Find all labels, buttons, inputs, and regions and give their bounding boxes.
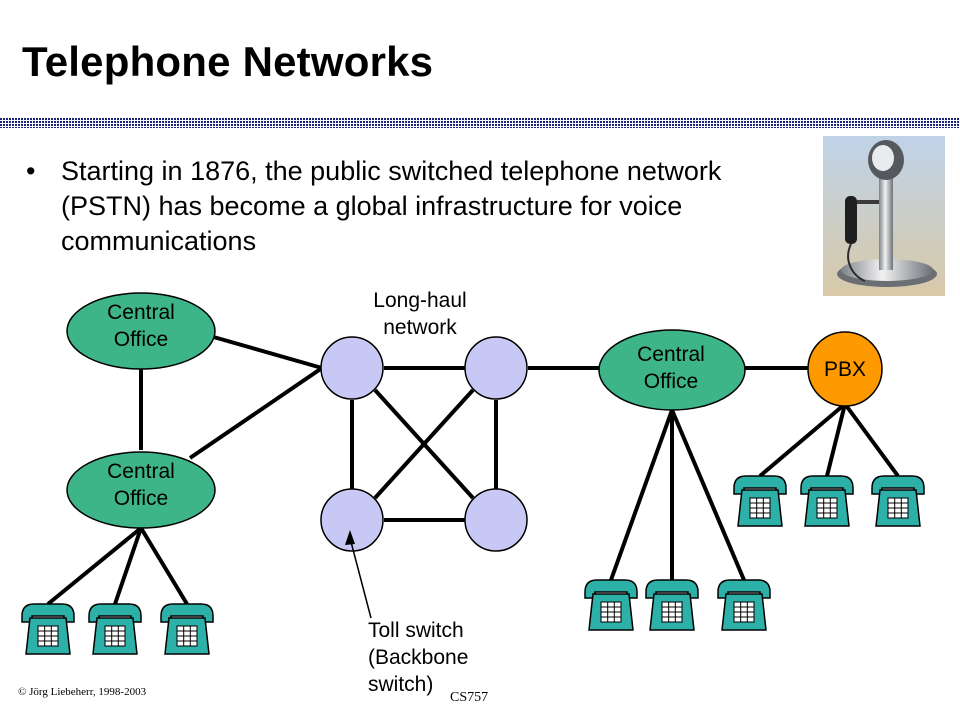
toll-switch-pointer-head bbox=[345, 530, 355, 545]
link-co-right-phone3 bbox=[670, 409, 746, 581]
title-divider bbox=[0, 118, 960, 128]
toll-switch-top-left bbox=[320, 336, 384, 400]
candlestick-phone-photo bbox=[823, 136, 945, 296]
link-co-right-phone1 bbox=[609, 409, 674, 581]
footer-course: CS757 bbox=[450, 690, 489, 705]
long-haul-label: Long-haul network bbox=[373, 289, 467, 339]
bullet-text: Starting in 1876, the public switched te… bbox=[61, 156, 722, 256]
link-pbx-phone1 bbox=[758, 402, 847, 478]
phone-icon bbox=[21, 603, 75, 655]
toll-switches bbox=[320, 336, 528, 552]
phone-icon bbox=[160, 603, 214, 655]
central-office-bottom bbox=[66, 451, 216, 529]
phone-icon bbox=[733, 475, 787, 527]
toll-switch-top-right bbox=[464, 336, 528, 400]
phone-icon bbox=[584, 579, 638, 631]
toll-switch-pointer bbox=[349, 537, 372, 619]
phone-icon bbox=[88, 603, 142, 655]
phone-icon bbox=[800, 475, 854, 527]
footer-copyright: © Jörg Liebeherr, 1998-2003 bbox=[18, 686, 147, 698]
toll-switch-bottom-left bbox=[320, 488, 384, 552]
phone-icon bbox=[645, 579, 699, 631]
link-toll-tr-bl bbox=[373, 388, 475, 500]
link-co-top-toll bbox=[209, 334, 323, 370]
central-office-top-label: Central Office bbox=[107, 301, 175, 351]
link-co-bottom-toll bbox=[188, 366, 324, 460]
link-co-bottom-phone1 bbox=[46, 526, 143, 606]
phone-icon bbox=[871, 475, 925, 527]
slide-title: Telephone Networks bbox=[22, 38, 434, 85]
link-co-bottom-phone3 bbox=[139, 526, 189, 606]
link-pbx-phone2 bbox=[825, 403, 847, 477]
toll-switch-label: Toll switch (Backbone switch) bbox=[368, 619, 469, 696]
central-office-bottom-label: Central Office bbox=[107, 460, 175, 510]
link-co-bottom-phone2 bbox=[113, 527, 143, 605]
pbx-node bbox=[807, 331, 883, 407]
phone-icon bbox=[717, 579, 771, 631]
pbx-label: PBX bbox=[823, 358, 867, 381]
central-office-right bbox=[598, 329, 746, 411]
toll-switch-bottom-right bbox=[464, 488, 528, 552]
central-office-top bbox=[66, 292, 216, 370]
central-office-right-label: Central Office bbox=[637, 343, 705, 393]
network-links bbox=[46, 334, 900, 606]
link-pbx-phone3 bbox=[843, 402, 900, 478]
bullet-marker: • bbox=[26, 156, 36, 186]
